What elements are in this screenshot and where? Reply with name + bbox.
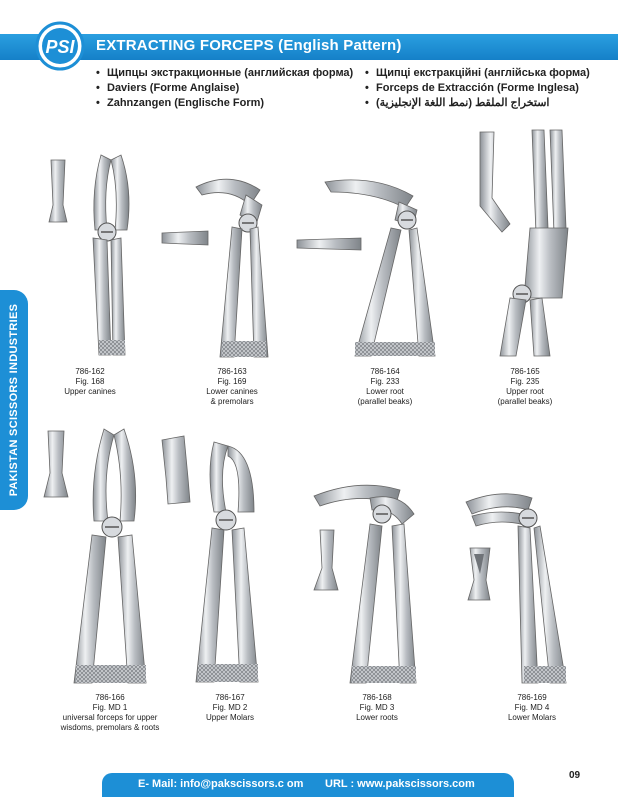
product-code: 786-168 bbox=[362, 693, 392, 702]
product-caption: 786-168 Fig. MD 3 Lower roots bbox=[337, 693, 417, 723]
footer-email[interactable]: E- Mail: info@pakscissors.c om bbox=[138, 778, 304, 790]
language-item: •Forceps de Extracción (Forme Inglesa) bbox=[365, 82, 579, 94]
forceps-image bbox=[465, 493, 567, 684]
product-desc: (parallel beaks) bbox=[357, 397, 413, 406]
forceps-image bbox=[48, 154, 130, 356]
product-786-169 bbox=[462, 488, 592, 687]
product-fig: Fig. MD 4 bbox=[514, 703, 550, 712]
footer-url[interactable]: URL : www.pakscissors.com bbox=[325, 778, 475, 790]
product-caption: 786-167 Fig. MD 2 Upper Molars bbox=[190, 693, 270, 723]
product-desc: & premolars bbox=[210, 397, 254, 406]
product-code: 786-162 bbox=[75, 367, 105, 376]
product-desc: (parallel beaks) bbox=[497, 397, 553, 406]
product-code: 786-163 bbox=[217, 367, 247, 376]
product-code: 786-167 bbox=[215, 693, 245, 702]
product-caption: 786-166 Fig. MD 1 universal forceps for … bbox=[40, 693, 180, 733]
forceps-image bbox=[161, 435, 259, 683]
product-fig: Fig. MD 3 bbox=[359, 703, 395, 712]
product-caption: 786-169 Fig. MD 4 Lower Molars bbox=[492, 693, 572, 723]
product-fig: Fig. 233 bbox=[370, 377, 400, 386]
product-code: 786-166 bbox=[95, 693, 125, 702]
product-fig: Fig. 169 bbox=[217, 377, 247, 386]
page-number: 09 bbox=[569, 770, 581, 781]
product-786-168 bbox=[310, 478, 440, 687]
logo-text: PSI bbox=[45, 37, 75, 57]
product-desc: universal forceps for upper bbox=[62, 713, 158, 722]
product-desc: Lower roots bbox=[356, 713, 398, 722]
company-name: PAKISTAN SCISSORS INDUSTRIES bbox=[8, 303, 20, 497]
product-desc: Lower Molars bbox=[507, 713, 556, 722]
product-caption: 786-165 Fig. 235 Upper root (parallel be… bbox=[485, 367, 565, 407]
forceps-image bbox=[479, 129, 569, 357]
product-fig: Fig. MD 2 bbox=[212, 703, 248, 712]
language-item: •Daviers (Forme Anglaise) bbox=[96, 82, 240, 94]
product-desc: Lower root bbox=[366, 387, 404, 396]
product-caption: 786-162 Fig. 168 Upper canines bbox=[45, 367, 135, 397]
language-item: •استخراج الملقط (نمط اللغة الإنجليزية) bbox=[365, 97, 550, 109]
product-786-163 bbox=[160, 165, 285, 360]
language-item: •Zahnzangen (Englische Form) bbox=[96, 97, 265, 109]
product-fig: Fig. MD 1 bbox=[92, 703, 128, 712]
forceps-image bbox=[161, 178, 269, 358]
product-desc: Lower canines bbox=[206, 387, 258, 396]
product-code: 786-164 bbox=[370, 367, 400, 376]
forceps-image bbox=[43, 428, 147, 684]
product-code: 786-165 bbox=[510, 367, 540, 376]
product-786-164 bbox=[295, 168, 445, 360]
product-caption: 786-164 Fig. 233 Lower root (parallel be… bbox=[345, 367, 425, 407]
language-list-right: •Щипці екстракційні (англійська форма) •… bbox=[365, 66, 590, 111]
language-item: •Щипці екстракційні (англійська форма) bbox=[365, 67, 590, 79]
product-786-162 bbox=[45, 150, 145, 360]
product-code: 786-169 bbox=[517, 693, 547, 702]
product-fig: Fig. 235 bbox=[510, 377, 540, 386]
forceps-image bbox=[296, 179, 436, 357]
forceps-image bbox=[313, 484, 417, 684]
product-desc: Upper Molars bbox=[205, 713, 254, 722]
product-desc: Upper canines bbox=[64, 387, 116, 396]
product-caption: 786-163 Fig. 169 Lower canines & premola… bbox=[192, 367, 272, 407]
product-desc: Upper root bbox=[506, 387, 544, 396]
product-786-165 bbox=[470, 128, 600, 360]
page-title: EXTRACTING FORCEPS (English Pattern) bbox=[96, 37, 402, 54]
footer-bar bbox=[102, 773, 514, 797]
product-786-166 bbox=[42, 425, 157, 687]
header-bar bbox=[0, 34, 618, 60]
company-logo: PSI bbox=[34, 20, 90, 72]
product-fig: Fig. 168 bbox=[75, 377, 105, 386]
product-desc: wisdoms, premolars & roots bbox=[60, 723, 160, 732]
product-786-167 bbox=[158, 432, 278, 687]
language-list-left: •Щипцы экстракционные (английская форма)… bbox=[96, 66, 353, 111]
language-item: •Щипцы экстракционные (английская форма) bbox=[96, 67, 354, 79]
sidebar-tab bbox=[0, 290, 28, 510]
